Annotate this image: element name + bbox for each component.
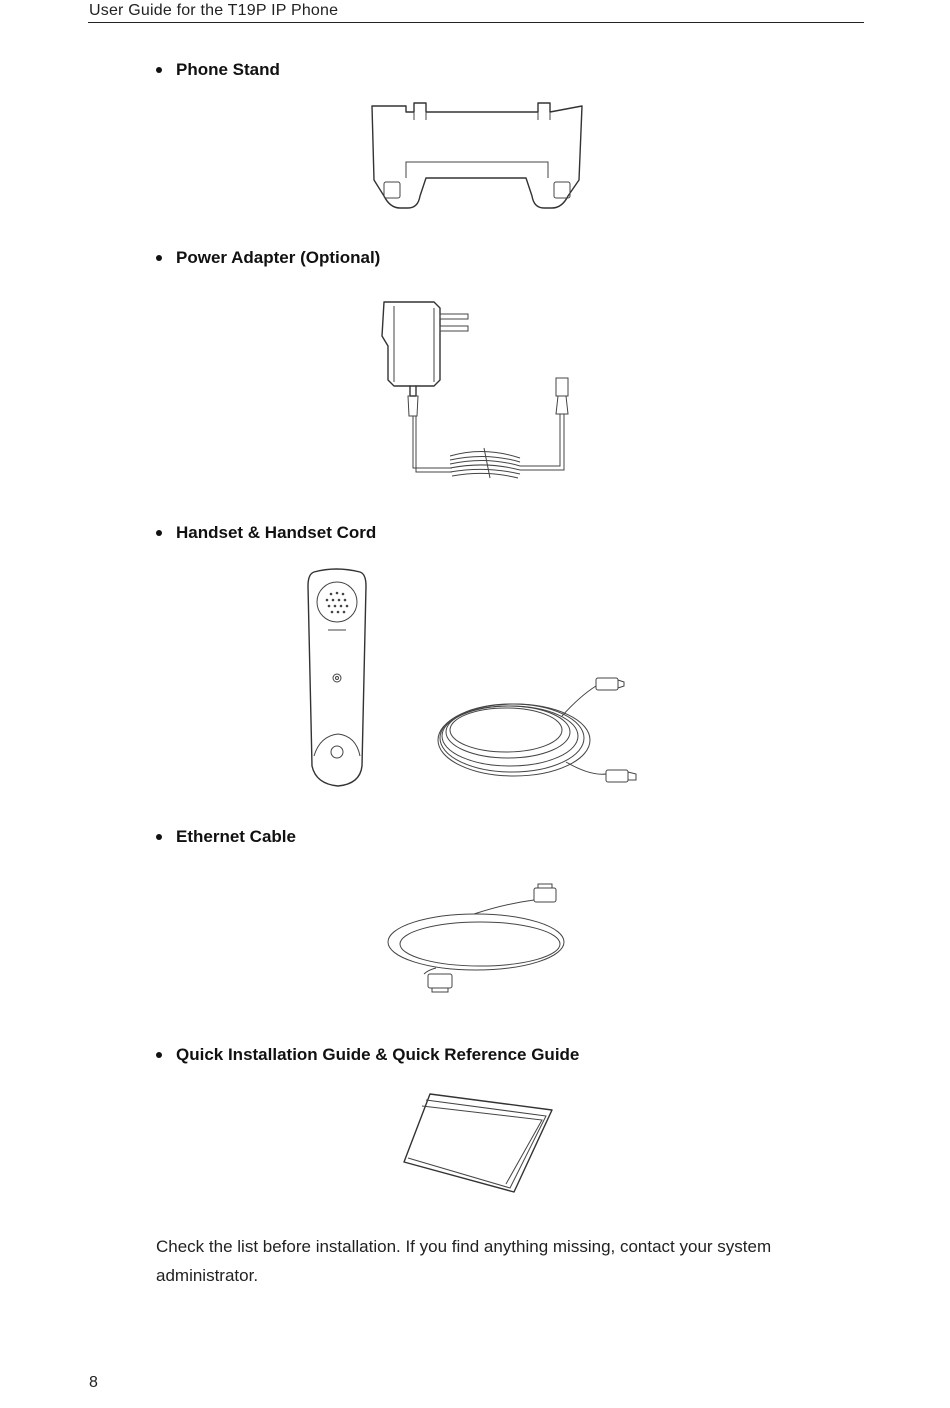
- header-rule: [88, 22, 864, 23]
- instruction-paragraph: Check the list before installation. If y…: [156, 1237, 772, 1285]
- list-item-label: Handset & Handset Cord: [176, 523, 377, 542]
- list-item-power-adapter: Power Adapter (Optional): [156, 248, 380, 268]
- list-item-handset: Handset & Handset Cord: [156, 523, 376, 543]
- list-item-label: Power Adapter (Optional): [176, 248, 381, 267]
- power-adapter-illustration: [374, 296, 574, 486]
- phone-stand-illustration: [366, 100, 588, 218]
- bullet-icon: [156, 1052, 162, 1058]
- list-item-label: Ethernet Cable: [176, 827, 296, 846]
- running-header: User Guide for the T19P IP Phone: [89, 2, 339, 19]
- ethernet-cable-illustration: [384, 880, 576, 1000]
- list-item-guides: Quick Installation Guide & Quick Referen…: [156, 1045, 579, 1065]
- bullet-icon: [156, 67, 162, 73]
- list-item-phone-stand: Phone Stand: [156, 60, 280, 80]
- bullet-icon: [156, 530, 162, 536]
- handset-illustration: [300, 566, 650, 792]
- page-number: 8: [89, 1374, 98, 1391]
- guides-illustration: [396, 1088, 560, 1196]
- list-item-label: Phone Stand: [176, 60, 280, 79]
- list-item-label: Quick Installation Guide & Quick Referen…: [176, 1045, 580, 1064]
- bullet-icon: [156, 255, 162, 261]
- list-item-ethernet-cable: Ethernet Cable: [156, 827, 296, 847]
- bullet-icon: [156, 834, 162, 840]
